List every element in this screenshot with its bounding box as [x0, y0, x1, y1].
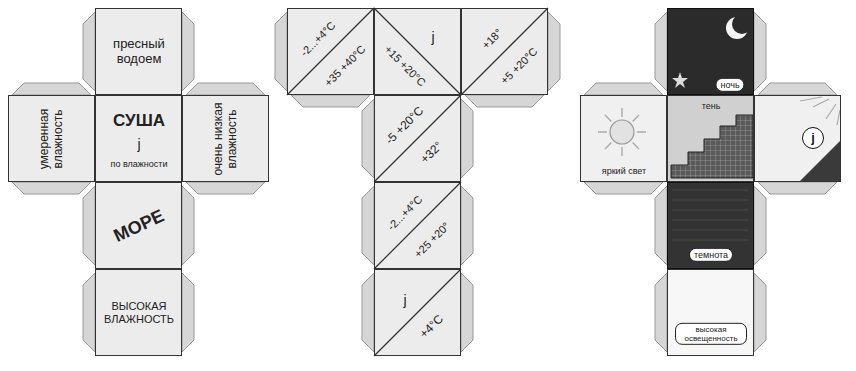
face-label: пресный водоем	[101, 37, 177, 67]
cube-face: j +4°C	[374, 269, 461, 356]
cube-face: +18°+5 +20°C	[461, 8, 548, 95]
cube-face: j	[754, 95, 841, 182]
high-light-fill	[667, 269, 754, 356]
face-label: высокая освещенность	[675, 323, 747, 345]
face-label: темнота	[689, 248, 733, 262]
face-label: j	[431, 29, 434, 45]
sun	[610, 120, 634, 144]
face-label: МОРЕ	[111, 205, 168, 246]
cube-face: -2...+4°C+35 +40°C	[287, 8, 374, 95]
cube-face: -2...+4°C+25 +20°	[374, 182, 461, 269]
bright-fill	[580, 95, 667, 182]
cube-face: пресный водоем	[95, 8, 182, 95]
face-label: ВЫСОКАЯ ВЛАЖНОСТЬ	[99, 300, 179, 325]
cube-face: СУША j по влажности	[95, 95, 182, 182]
cube-face: яркий свет	[580, 95, 667, 182]
face-label: ночь	[715, 78, 744, 92]
cube-face: тень	[667, 95, 754, 182]
cube-face: темнота	[667, 182, 754, 269]
cube-face: МОРЕ	[95, 182, 182, 269]
face-label: тень	[702, 101, 721, 111]
face-label: -5 +20°C	[383, 104, 427, 148]
face-label: +32°	[418, 139, 446, 167]
cube-face: очень низкая влажность	[182, 95, 269, 182]
face-label: +35 +40°C	[322, 43, 368, 89]
face-label: +4°C	[418, 313, 447, 342]
sun-rays	[598, 108, 646, 156]
face-diagonal	[287, 8, 548, 356]
face-label: по влажности	[99, 159, 179, 169]
darkness-fill	[667, 182, 754, 269]
cube-face: ночь	[667, 8, 754, 95]
star	[672, 72, 688, 88]
face-label: j	[802, 127, 824, 149]
shade-fill	[667, 95, 754, 182]
cube-face: -5 +20°C+32°	[374, 95, 461, 182]
cube-face: умеренная влажность	[8, 95, 95, 182]
face-label: яркий свет	[602, 166, 646, 176]
night-fill	[667, 8, 754, 95]
face-label: очень низкая влажность	[212, 99, 240, 179]
face-label: -2...+4°C	[298, 19, 338, 59]
cube-face: ВЫСОКАЯ ВЛАЖНОСТЬ	[95, 269, 182, 356]
darkness-texture	[672, 190, 748, 240]
face-label: j	[137, 136, 140, 152]
face-fill	[287, 8, 548, 356]
face-label: j	[403, 292, 406, 308]
face-label: +15 +20°C	[382, 43, 428, 89]
light-fill	[754, 95, 841, 182]
face-label: умеренная влажность	[38, 99, 66, 179]
light-rays	[800, 97, 840, 125]
face-fill	[8, 8, 269, 356]
face-label: СУША	[113, 111, 165, 131]
face-label: -2...+4°C	[385, 193, 425, 233]
stairs	[671, 115, 753, 178]
cube-face: j+15 +20°C	[374, 8, 461, 95]
face-label: +25 +20°	[412, 220, 453, 261]
face-label: +18°	[479, 26, 504, 51]
moon-shadow	[732, 14, 752, 34]
cube-face: высокая освещенность	[667, 269, 754, 356]
face-label: +5 +20°C	[498, 45, 540, 87]
